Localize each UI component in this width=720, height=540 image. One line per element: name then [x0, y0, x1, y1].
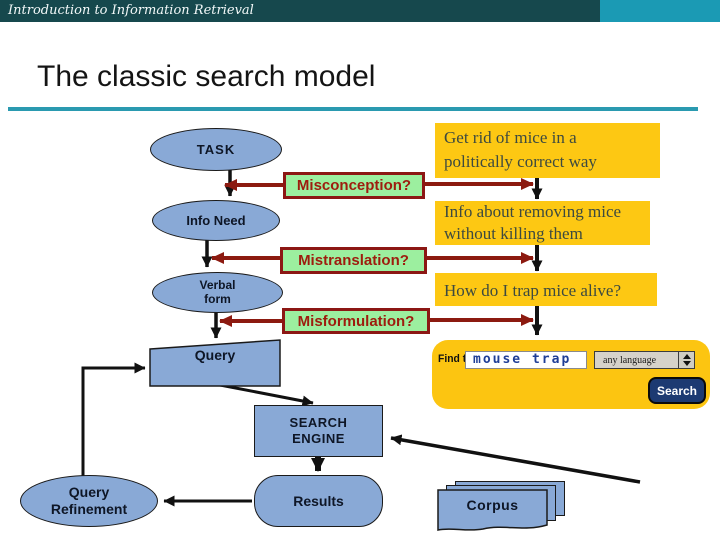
note-get-rid-of-mice: Get rid of mice in a politically correct… — [435, 123, 660, 178]
header-accent-block — [600, 0, 720, 22]
page-title: The classic search model — [37, 60, 376, 93]
verbal-form-label-line2: form — [204, 291, 231, 306]
language-select[interactable]: any language — [594, 351, 695, 369]
query-refinement-label-line2: Refinement — [50, 501, 128, 517]
spinner-up-icon — [682, 354, 691, 359]
search-button[interactable]: Search — [648, 377, 706, 404]
query-label: Query — [194, 347, 236, 363]
note1-line1: Get rid of mice in a — [444, 128, 577, 147]
note-info-about-removing-mice: Info about removing mice without killing… — [435, 201, 650, 245]
query-refinement-label-line1: Query — [68, 484, 110, 501]
mistranslation-label: Mistranslation? — [298, 252, 409, 269]
arrow-query-to-searchengine — [219, 383, 314, 407]
flow-node-search-engine: SEARCH ENGINE — [254, 405, 383, 457]
flow-node-task: TASK — [150, 128, 282, 171]
search-input[interactable]: mouse trap — [465, 351, 587, 369]
header-bar: Introduction to Information Retrieval — [0, 0, 720, 22]
search-engine-label-line2: ENGINE — [292, 431, 345, 446]
issue-box-mistranslation: Mistranslation? — [280, 247, 427, 274]
search-engine-label-line1: SEARCH — [289, 414, 348, 430]
spinner-down-icon — [682, 361, 691, 366]
note2-line2: without killing them — [444, 224, 583, 243]
task-label: TASK — [196, 142, 236, 157]
corpus-shape — [437, 489, 548, 531]
query-shape — [149, 339, 281, 387]
spinner-control[interactable] — [678, 352, 694, 368]
flow-node-verbal-form: Verbal form — [152, 272, 283, 313]
note-how-do-i-trap-mice: How do I trap mice alive? — [435, 273, 657, 306]
note3-line: How do I trap mice alive? — [444, 281, 622, 300]
language-select-value: any language — [603, 354, 657, 366]
title-underline — [8, 107, 698, 111]
search-widget: Find this: mouse trap any language Searc… — [432, 340, 710, 409]
arrow-queryrefinement-to-query — [81, 362, 146, 477]
arrow-corpus-to-searchengine — [390, 434, 641, 484]
misconception-label: Misconception? — [296, 177, 412, 194]
flow-node-info-need: Info Need — [152, 200, 280, 241]
course-title: Introduction to Information Retrieval — [8, 3, 254, 18]
verbal-form-label-line1: Verbal — [199, 277, 236, 292]
results-label: Results — [293, 493, 344, 509]
misformulation-label: Misformulation? — [297, 312, 415, 330]
flow-node-query: Query — [149, 339, 281, 387]
flow-node-query-refinement: Query Refinement — [20, 475, 158, 527]
issue-box-misformulation: Misformulation? — [282, 308, 430, 334]
note1-line2: politically correct way — [444, 152, 597, 171]
corpus-label: Corpus — [466, 497, 519, 513]
flow-node-corpus: Corpus — [437, 489, 548, 531]
info-need-label: Info Need — [186, 213, 246, 228]
note2-line1: Info about removing mice — [444, 202, 622, 221]
flow-node-results: Results — [254, 475, 383, 527]
issue-box-misconception: Misconception? — [283, 172, 425, 199]
